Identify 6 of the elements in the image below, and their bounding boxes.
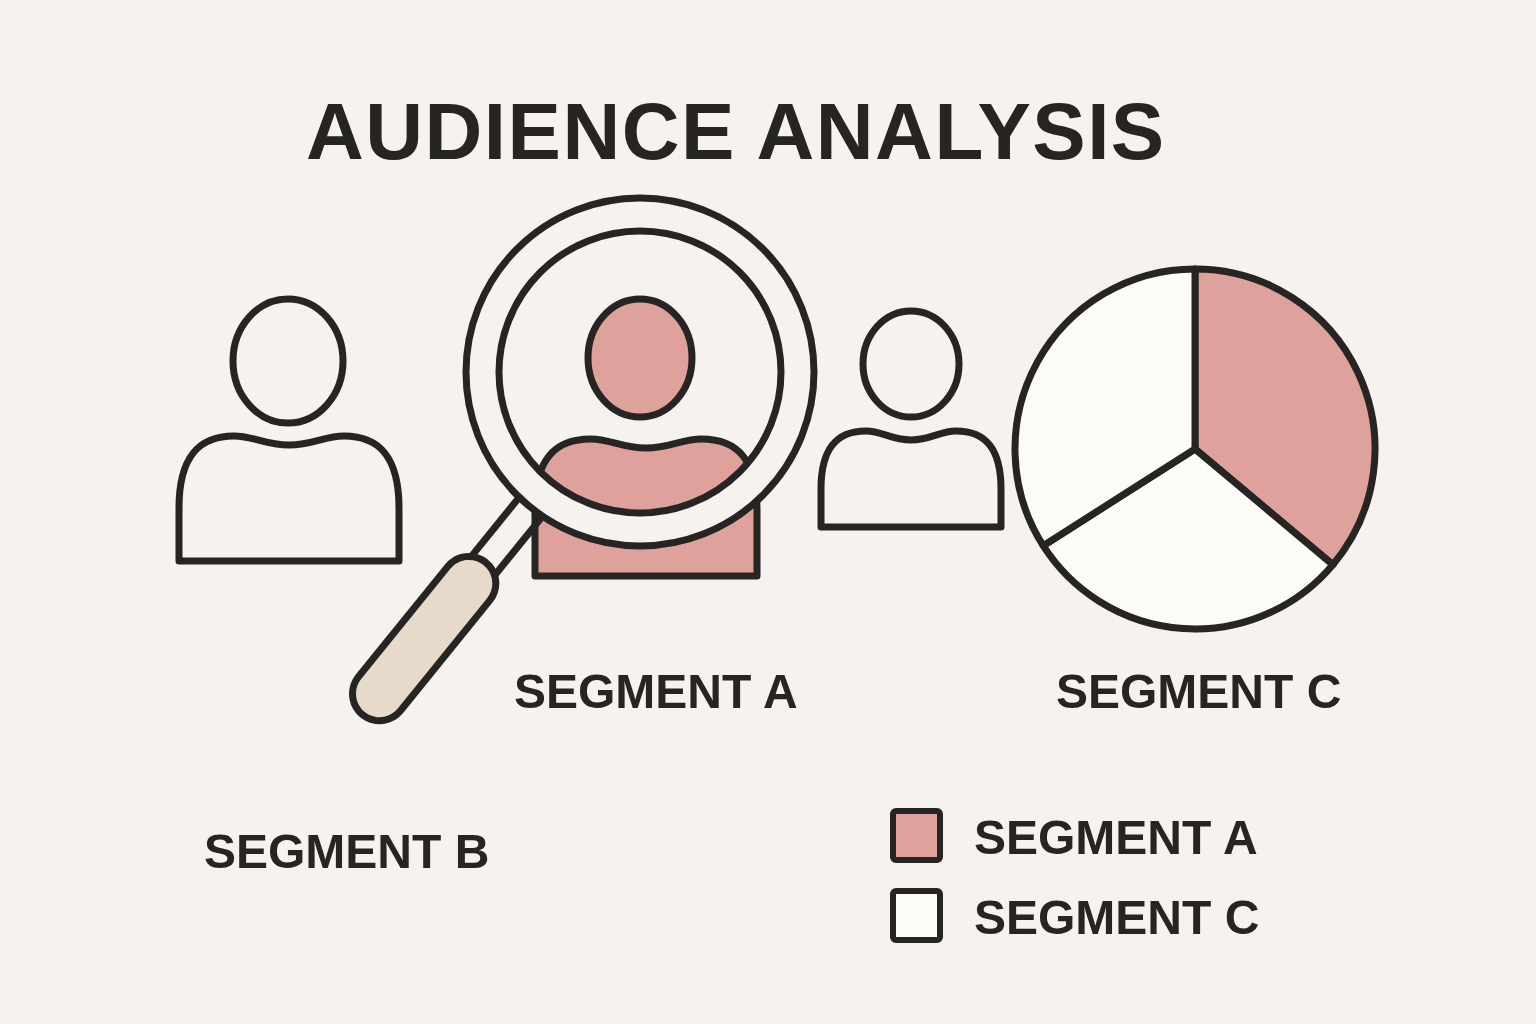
legend-label: SEGMENT A (974, 814, 1258, 862)
segment-label: SEGMENT A (514, 668, 798, 716)
legend-label: SEGMENT C (974, 894, 1260, 942)
segment-label: SEGMENT B (204, 828, 490, 876)
diagram-title: AUDIENCE ANALYSIS (306, 92, 1166, 172)
segment-label: SEGMENT C (1056, 668, 1342, 716)
